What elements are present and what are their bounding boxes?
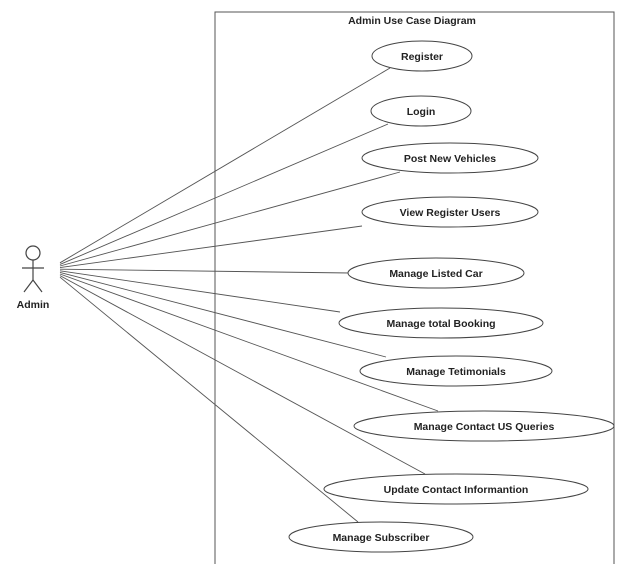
actor-label: Admin bbox=[17, 299, 50, 311]
system-title: Admin Use Case Diagram bbox=[348, 15, 476, 27]
use-case-label: Manage Tetimonials bbox=[406, 366, 506, 378]
use-case-ellipse bbox=[361, 142, 539, 174]
association-line-login bbox=[59, 123, 389, 265]
use-case-login[interactable]: Login bbox=[370, 95, 472, 127]
association-line-manage-contact-us-queries bbox=[59, 273, 439, 412]
use-case-label: Manage Contact US Queries bbox=[414, 421, 555, 433]
use-case-manage-listed-car[interactable]: Manage Listed Car bbox=[347, 257, 525, 289]
association-line-post-new-vehicles bbox=[59, 171, 401, 267]
association-line-manage-tetimonials bbox=[59, 271, 387, 358]
use-case-ellipse bbox=[371, 40, 473, 72]
use-case-label: Manage Subscriber bbox=[333, 532, 430, 544]
use-case-label: Register bbox=[401, 51, 443, 63]
use-case-ellipse bbox=[323, 473, 589, 505]
use-case-ellipse bbox=[370, 95, 472, 127]
use-case-register[interactable]: Register bbox=[371, 40, 473, 72]
use-case-label: Update Contact Informantion bbox=[384, 484, 529, 496]
association-lines bbox=[59, 67, 439, 523]
actor-admin[interactable]: Admin bbox=[17, 245, 50, 311]
use-case-label: Post New Vehicles bbox=[404, 153, 496, 165]
association-line-manage-listed-car bbox=[59, 268, 351, 274]
use-case-ellipse bbox=[359, 355, 553, 387]
use-case-label: Manage total Booking bbox=[386, 318, 495, 330]
use-case-update-contact-informantion[interactable]: Update Contact Informantion bbox=[323, 473, 589, 505]
association-line-view-register-users bbox=[59, 225, 363, 269]
association-line-register bbox=[59, 67, 391, 264]
association-line-manage-subscriber bbox=[59, 276, 359, 523]
use-case-label: View Register Users bbox=[400, 207, 501, 219]
use-case-manage-contact-us-queries[interactable]: Manage Contact US Queries bbox=[353, 410, 615, 442]
use-case-manage-subscriber[interactable]: Manage Subscriber bbox=[288, 521, 474, 553]
use-case-manage-tetimonials[interactable]: Manage Tetimonials bbox=[359, 355, 553, 387]
association-line-manage-total-booking bbox=[59, 270, 341, 313]
use-case-manage-total-booking[interactable]: Manage total Booking bbox=[338, 307, 544, 339]
use-case-post-new-vehicles[interactable]: Post New Vehicles bbox=[361, 142, 539, 174]
use-case-label: Login bbox=[407, 106, 436, 118]
use-case-view-register-users[interactable]: View Register Users bbox=[361, 196, 539, 228]
use-case-label: Manage Listed Car bbox=[389, 268, 482, 280]
use-case-ellipse bbox=[361, 196, 539, 228]
use-case-ellipse bbox=[353, 410, 615, 442]
stick-figure-icon bbox=[22, 245, 44, 293]
use-case-ellipse bbox=[338, 307, 544, 339]
use-case-ellipse bbox=[347, 257, 525, 289]
association-line-update-contact-informantion bbox=[59, 275, 426, 475]
system-boundary bbox=[214, 11, 615, 564]
use-case-ellipse bbox=[288, 521, 474, 553]
